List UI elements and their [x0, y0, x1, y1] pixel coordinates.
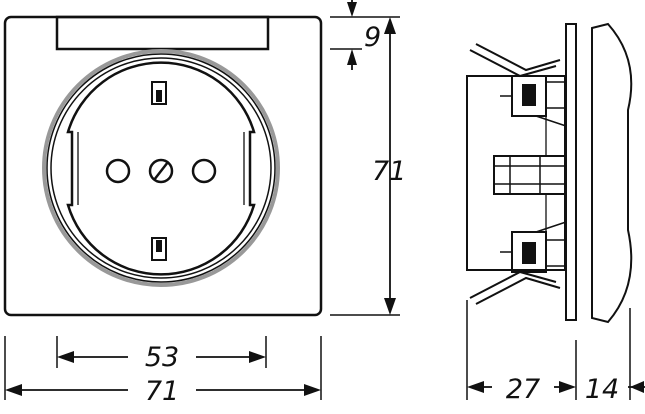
arrow-27-left — [467, 381, 484, 393]
label-insert-width: 53 — [145, 342, 179, 373]
arrow-height-bottom — [384, 298, 396, 315]
front-view — [3, 15, 323, 317]
body — [466, 75, 566, 271]
arrow-53-left — [57, 351, 74, 363]
earth-contact-bottom — [151, 237, 167, 261]
socket-recess — [66, 61, 256, 276]
arrow-27-right — [559, 381, 576, 393]
upper-terminal-core — [522, 84, 536, 106]
upper-contact — [500, 81, 567, 127]
arrow-offset-top — [347, 2, 357, 17]
label-window — [55, 15, 270, 51]
cover-profile — [591, 22, 633, 324]
arrow-offset-bottom — [347, 49, 357, 65]
arrow-71-left — [5, 384, 22, 396]
pin-hole-right — [191, 158, 217, 184]
earth-contact-bottom-fill — [156, 240, 162, 252]
recess-inner-edge — [77, 132, 245, 205]
pin-hole-left — [105, 158, 131, 184]
outer-ring-edge — [46, 53, 276, 283]
upper-wire — [469, 43, 561, 78]
arrow-71-right — [304, 384, 321, 396]
lower-terminal-core — [522, 242, 536, 264]
label-cover-depth: 14 — [585, 374, 619, 405]
side-view — [466, 22, 633, 324]
outer-ring — [42, 49, 280, 287]
center-shaft — [493, 155, 567, 195]
center-screw-slot — [153, 161, 169, 181]
label-top-offset: 9 — [364, 22, 381, 53]
label-frame-height: 71 — [372, 156, 406, 187]
lower-contact — [500, 221, 567, 267]
arrow-53-right — [249, 351, 266, 363]
earth-contact-top — [151, 81, 167, 105]
earth-contact-top-fill — [156, 90, 162, 102]
arrow-14-right — [630, 381, 644, 393]
arrow-height-top — [384, 17, 396, 34]
lower-wire — [469, 270, 561, 305]
dimensions: 71 9 53 71 27 14 — [4, 0, 645, 407]
label-body-depth: 27 — [506, 374, 540, 405]
center-screw — [148, 158, 174, 184]
outer-ring-edge-inner — [50, 57, 272, 279]
mounting-plate — [565, 23, 577, 321]
label-frame-width: 71 — [145, 376, 179, 407]
